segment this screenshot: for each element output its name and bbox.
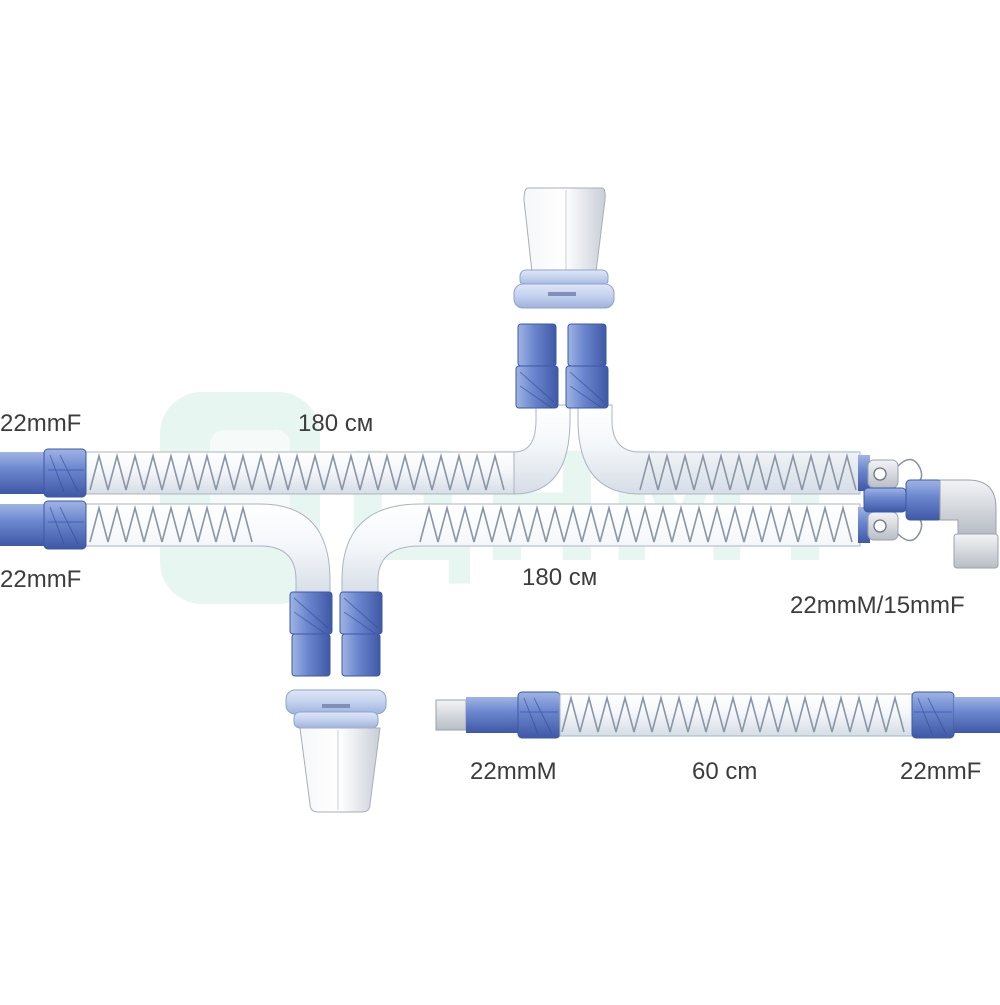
short-tube-male-label: 22mmM (470, 758, 557, 785)
short-tube-length-label: 60 cm (692, 758, 758, 785)
top-limb-tube (83, 404, 571, 495)
wye-connector (858, 455, 999, 569)
spring-coil (639, 452, 857, 491)
top-left-connector (0, 448, 87, 498)
bottom-left-connector (0, 500, 87, 550)
bottom-right-tube (341, 503, 861, 597)
bottom-tube-length-label: 180 см (522, 564, 598, 591)
bottom-left-connector-label: 22mmF (0, 566, 82, 593)
top-tube-length-label: 180 см (298, 410, 374, 437)
spring-coil (89, 504, 253, 543)
bottom-water-trap (285, 591, 387, 813)
short-tube (435, 691, 1000, 739)
bottom-limb-tube (83, 503, 331, 597)
spring-coil (419, 504, 853, 543)
short-tube-female-label: 22mmF (900, 758, 982, 785)
wye-connector-label: 22mmM/15mmF (790, 592, 965, 619)
top-left-connector-label: 22mmF (0, 410, 82, 437)
watermark-logo: ЦНМТ (160, 392, 856, 604)
spring-coil (561, 694, 905, 733)
top-right-tube (577, 404, 861, 495)
top-water-trap (513, 187, 615, 409)
spring-coil (89, 452, 505, 491)
